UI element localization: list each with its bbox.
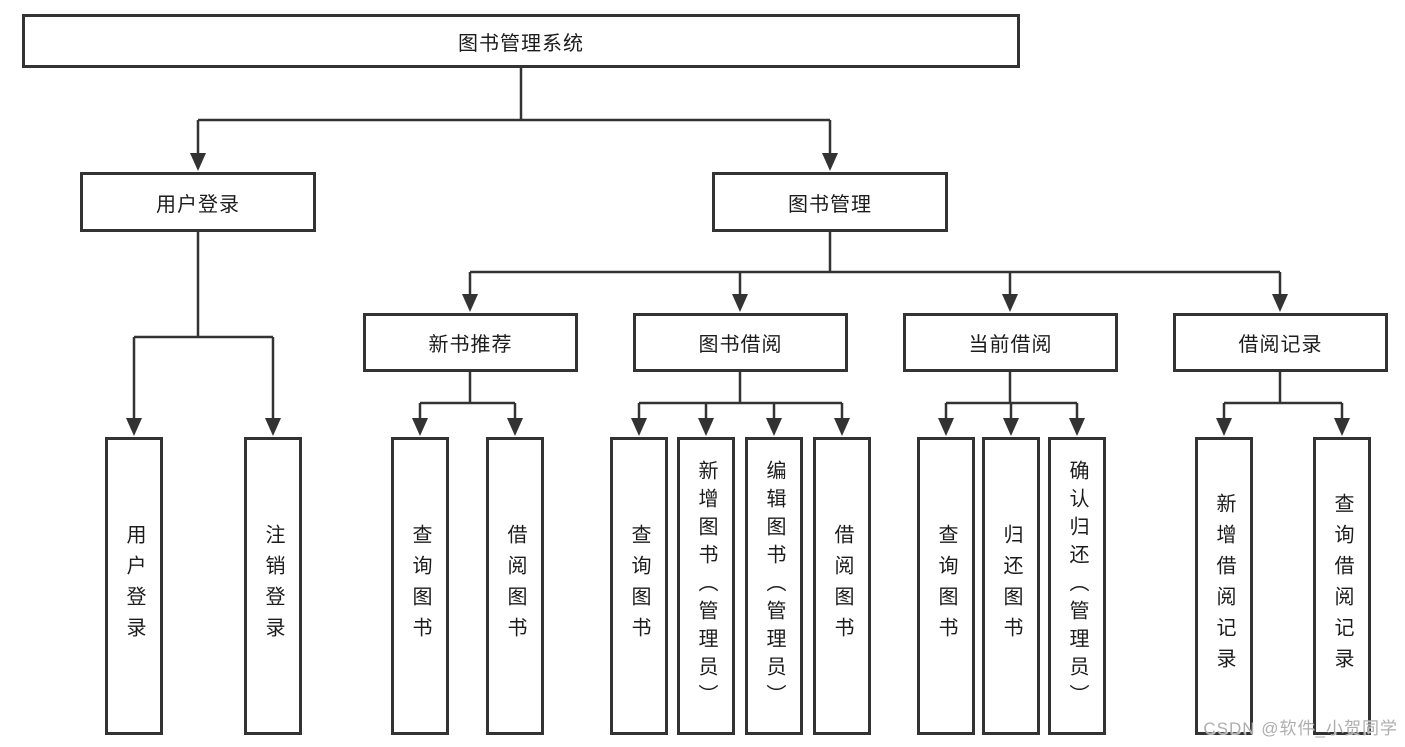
arrowhead: [766, 418, 782, 436]
leaf-borrow-borrow-books-label: 借阅图书: [831, 524, 853, 648]
leaf-logout-label: 注销登录: [262, 524, 284, 648]
node-book-management-label: 图书管理: [788, 193, 872, 216]
leaf-user-login: 用户登录: [105, 437, 163, 735]
leaf-user-login-label: 用户登录: [123, 524, 145, 648]
arrowhead: [462, 294, 478, 312]
leaf-current-query-books-label: 查询图书: [935, 524, 957, 648]
node-new-book-recommend-label: 新书推荐: [428, 334, 513, 356]
leaf-records-add-record-label: 新增借阅记录: [1213, 493, 1235, 679]
leaf-borrow-add-books-admin-label: 新增图书（管理员）: [695, 460, 717, 712]
connector-newbook-to-leaves: [418, 372, 517, 421]
connector-root-to-level2: [196, 68, 832, 156]
arrowhead: [834, 418, 850, 436]
arrowhead: [1334, 418, 1350, 436]
node-borrow-records-label: 借阅记录: [1238, 334, 1323, 356]
leaf-current-return-books: 归还图书: [982, 437, 1040, 735]
leaf-current-return-books-label: 归还图书: [1000, 524, 1022, 648]
arrowhead: [507, 418, 523, 436]
leaf-newbook-borrow-books-label: 借阅图书: [504, 524, 526, 648]
leaf-newbook-borrow-books: 借阅图书: [486, 437, 544, 735]
connector-bookmgmt-to-level3: [468, 232, 1282, 297]
leaf-current-confirm-return-admin-label: 确认归还（管理员）: [1066, 460, 1088, 712]
node-user-login-branch: 用户登录: [80, 172, 316, 232]
node-book-management: 图书管理: [712, 172, 948, 232]
node-current-borrow-label: 当前借阅: [968, 334, 1053, 356]
node-current-borrow: 当前借阅: [903, 313, 1118, 372]
connector-lines: [132, 68, 1344, 421]
leaf-records-query-record-label: 查询借阅记录: [1331, 493, 1353, 679]
connector-currentborrow-to-leaves: [944, 372, 1079, 421]
arrowhead: [126, 418, 142, 436]
node-borrow-records: 借阅记录: [1173, 313, 1388, 372]
leaf-records-query-record: 查询借阅记录: [1313, 437, 1371, 735]
arrowhead: [1216, 418, 1232, 436]
arrowhead: [631, 418, 647, 436]
arrowhead: [190, 153, 206, 171]
node-system-label: 图书管理系统: [458, 32, 584, 55]
leaf-borrow-borrow-books: 借阅图书: [813, 437, 871, 735]
connector-userlogin-to-leaves: [132, 232, 275, 421]
arrowhead: [698, 418, 714, 436]
leaf-newbook-query-books-label: 查询图书: [409, 524, 431, 648]
arrowheads: [126, 153, 1350, 436]
arrowhead: [1003, 418, 1019, 436]
leaf-records-add-record: 新增借阅记录: [1195, 437, 1253, 735]
node-user-login-branch-label: 用户登录: [156, 193, 240, 216]
node-book-borrow: 图书借阅: [633, 313, 848, 372]
arrowhead: [1069, 418, 1085, 436]
leaf-borrow-edit-books-admin-label: 编辑图书（管理员）: [763, 460, 785, 712]
leaf-newbook-query-books: 查询图书: [391, 437, 449, 735]
arrowhead: [1272, 294, 1288, 312]
node-system: 图书管理系统: [22, 14, 1020, 68]
arrowhead: [1002, 294, 1018, 312]
leaf-borrow-query-books-label: 查询图书: [628, 524, 650, 648]
arrowhead: [938, 418, 954, 436]
leaf-logout: 注销登录: [244, 437, 302, 735]
arrowhead: [265, 418, 281, 436]
leaf-borrow-query-books: 查询图书: [610, 437, 668, 735]
leaf-current-confirm-return-admin: 确认归还（管理员）: [1048, 437, 1106, 735]
arrowhead: [822, 153, 838, 171]
leaf-current-query-books: 查询图书: [917, 437, 975, 735]
arrowhead: [412, 418, 428, 436]
node-book-borrow-label: 图书借阅: [698, 334, 783, 356]
arrowhead: [732, 294, 748, 312]
csdn-watermark: CSDN @软件_小贺同学: [1203, 719, 1398, 738]
connector-borrowrecords-to-leaves: [1222, 372, 1344, 421]
leaf-borrow-add-books-admin: 新增图书（管理员）: [677, 437, 735, 735]
connector-bookborrow-to-leaves: [637, 372, 844, 421]
leaf-borrow-edit-books-admin: 编辑图书（管理员）: [745, 437, 803, 735]
node-new-book-recommend: 新书推荐: [363, 313, 578, 372]
